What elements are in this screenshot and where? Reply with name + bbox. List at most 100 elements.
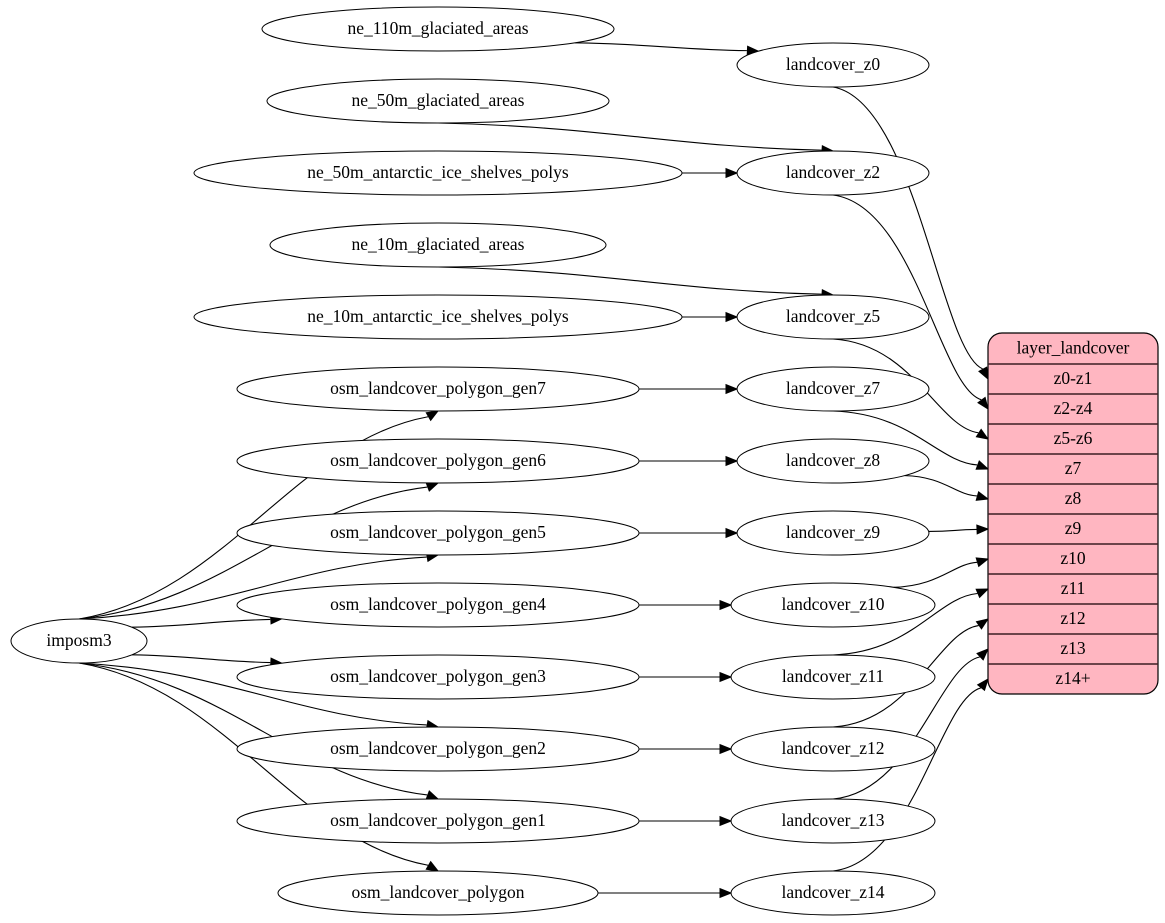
- table-row-label: z2-z4: [1054, 398, 1093, 418]
- edge-arrowhead: [425, 860, 440, 872]
- edge-arrowhead: [425, 790, 440, 800]
- node-ellipse: [236, 582, 640, 628]
- node-label: landcover_z5: [786, 306, 881, 326]
- edge-landcover_z0-to-table_row_0: [832, 86, 983, 370]
- edge-arrowhead: [719, 671, 733, 683]
- table-header-label: layer_landcover: [1017, 338, 1130, 358]
- edge-arrowhead: [977, 396, 989, 411]
- table-row-label: z13: [1060, 638, 1086, 658]
- node-ellipse: [736, 438, 930, 484]
- node-landcover_z5[interactable]: landcover_z5: [736, 294, 930, 340]
- node-imposm3[interactable]: imposm3: [10, 618, 148, 664]
- node-landcover_z2[interactable]: landcover_z2: [736, 150, 930, 196]
- table-row[interactable]: z0-z1: [1054, 368, 1093, 388]
- node-ne_110m_glaciated_areas[interactable]: ne_110m_glaciated_areas: [261, 6, 615, 52]
- table-row[interactable]: z9: [1065, 518, 1082, 538]
- node-osm_landcover_polygon[interactable]: osm_landcover_polygon: [277, 870, 599, 916]
- node-label: landcover_z13: [781, 810, 884, 830]
- table-row[interactable]: z2-z4: [1054, 398, 1093, 418]
- table-row[interactable]: z7: [1065, 458, 1082, 478]
- table-row[interactable]: z11: [1061, 578, 1086, 598]
- edge-arrowhead: [976, 524, 990, 535]
- node-ellipse: [10, 618, 148, 664]
- edge-arrowhead: [725, 527, 739, 539]
- edge-landcover_z2-to-table_row_1: [832, 194, 982, 401]
- node-ellipse: [266, 78, 610, 124]
- table-row[interactable]: z10: [1060, 548, 1086, 568]
- node-osm_landcover_polygon_gen2[interactable]: osm_landcover_polygon_gen2: [236, 726, 640, 772]
- table-row[interactable]: z14+: [1055, 668, 1090, 688]
- edge-landcover_z14-to-table_row_10: [832, 687, 981, 872]
- node-label: osm_landcover_polygon_gen2: [330, 738, 546, 758]
- table-row[interactable]: z13: [1060, 638, 1086, 658]
- node-osm_landcover_polygon_gen3[interactable]: osm_landcover_polygon_gen3: [236, 654, 640, 700]
- node-ellipse: [236, 510, 640, 556]
- edge-imposm3-to-osm_landcover_polygon_gen1: [78, 662, 428, 796]
- edge-imposm3-to-osm_landcover_polygon_gen2: [78, 662, 427, 726]
- table-row[interactable]: z12: [1060, 608, 1085, 628]
- edge-ne_110m_glaciated_areas-to-landcover_z0: [574, 42, 747, 52]
- edge-arrowhead: [976, 648, 989, 661]
- table-row-label: z8: [1065, 488, 1082, 508]
- node-label: osm_landcover_polygon_gen3: [330, 666, 546, 686]
- edge-arrowhead: [719, 815, 733, 827]
- edge-arrowhead: [975, 428, 990, 440]
- node-osm_landcover_polygon_gen4[interactable]: osm_landcover_polygon_gen4: [236, 582, 640, 628]
- edge-arrowhead: [975, 460, 990, 470]
- node-ellipse: [193, 294, 683, 340]
- node-label: ne_50m_antarctic_ice_shelves_polys: [307, 162, 569, 182]
- node-landcover_z12[interactable]: landcover_z12: [730, 726, 936, 772]
- edge-arrowhead: [976, 677, 989, 692]
- table-row-label: z10: [1060, 548, 1086, 568]
- node-landcover_z13[interactable]: landcover_z13: [730, 798, 936, 844]
- node-ne_50m_glaciated_areas[interactable]: ne_50m_glaciated_areas: [266, 78, 610, 124]
- node-ne_10m_antarctic_ice_shelves_polys[interactable]: ne_10m_antarctic_ice_shelves_polys: [193, 294, 683, 340]
- edge-arrowhead: [978, 366, 989, 381]
- node-ellipse: [736, 42, 930, 88]
- edge-arrowhead: [975, 490, 990, 501]
- node-ellipse: [261, 6, 615, 52]
- edge-arrowhead: [719, 599, 733, 611]
- node-label: landcover_z14: [781, 882, 884, 902]
- node-ellipse: [736, 294, 930, 340]
- node-label: osm_landcover_polygon_gen1: [330, 810, 546, 830]
- node-ellipse: [736, 510, 930, 556]
- table-row[interactable]: z8: [1065, 488, 1082, 508]
- edge-imposm3-to-osm_landcover_polygon_gen7: [78, 416, 429, 620]
- node-landcover_z10[interactable]: landcover_z10: [730, 582, 936, 628]
- edge-arrowhead: [425, 482, 440, 492]
- node-osm_landcover_polygon_gen5[interactable]: osm_landcover_polygon_gen5: [236, 510, 640, 556]
- node-landcover_z0[interactable]: landcover_z0: [736, 42, 930, 88]
- node-landcover_z7[interactable]: landcover_z7: [736, 366, 930, 412]
- node-osm_landcover_polygon_gen6[interactable]: osm_landcover_polygon_gen6: [236, 438, 640, 484]
- node-label: osm_landcover_polygon_gen7: [330, 378, 546, 398]
- table-row[interactable]: z5-z6: [1054, 428, 1093, 448]
- node-ellipse: [236, 726, 640, 772]
- node-label: osm_landcover_polygon_gen6: [330, 450, 546, 470]
- node-label: landcover_z10: [781, 594, 884, 614]
- node-ellipse: [730, 582, 936, 628]
- node-osm_landcover_polygon_gen7[interactable]: osm_landcover_polygon_gen7: [236, 366, 640, 412]
- node-landcover_z8[interactable]: landcover_z8: [736, 438, 930, 484]
- layer-landcover-table[interactable]: layer_landcover z0-z1 z2-z4 z5-z6 z7 z8 z9 z10 z…: [987, 332, 1159, 695]
- node-ellipse: [193, 150, 683, 196]
- node-label: ne_10m_glaciated_areas: [352, 234, 525, 254]
- node-ne_10m_glaciated_areas[interactable]: ne_10m_glaciated_areas: [269, 222, 607, 268]
- node-ne_50m_antarctic_ice_shelves_polys[interactable]: ne_50m_antarctic_ice_shelves_polys: [193, 150, 683, 196]
- node-ellipse: [730, 870, 936, 916]
- node-ellipse: [277, 870, 599, 916]
- nodes-layer: imposm3 ne_110m_glaciated_areas ne_50m_gla…: [10, 6, 936, 916]
- node-osm_landcover_polygon_gen1[interactable]: osm_landcover_polygon_gen1: [236, 798, 640, 844]
- node-ellipse: [730, 798, 936, 844]
- node-landcover_z14[interactable]: landcover_z14: [730, 870, 936, 916]
- edge-arrowhead: [975, 588, 990, 599]
- edge-landcover_z7-to-table_row_3: [832, 410, 978, 466]
- node-label: ne_50m_glaciated_areas: [352, 90, 525, 110]
- node-label: osm_landcover_polygon: [351, 882, 524, 902]
- edge-landcover_z11-to-table_row_7: [832, 592, 978, 656]
- node-landcover_z9[interactable]: landcover_z9: [736, 510, 930, 556]
- edge-imposm3-to-osm_landcover_polygon_gen4: [131, 618, 271, 628]
- edge-imposm3-to-osm_landcover_polygon: [78, 662, 429, 866]
- table-row-label: z5-z6: [1054, 428, 1093, 448]
- node-landcover_z11[interactable]: landcover_z11: [730, 654, 936, 700]
